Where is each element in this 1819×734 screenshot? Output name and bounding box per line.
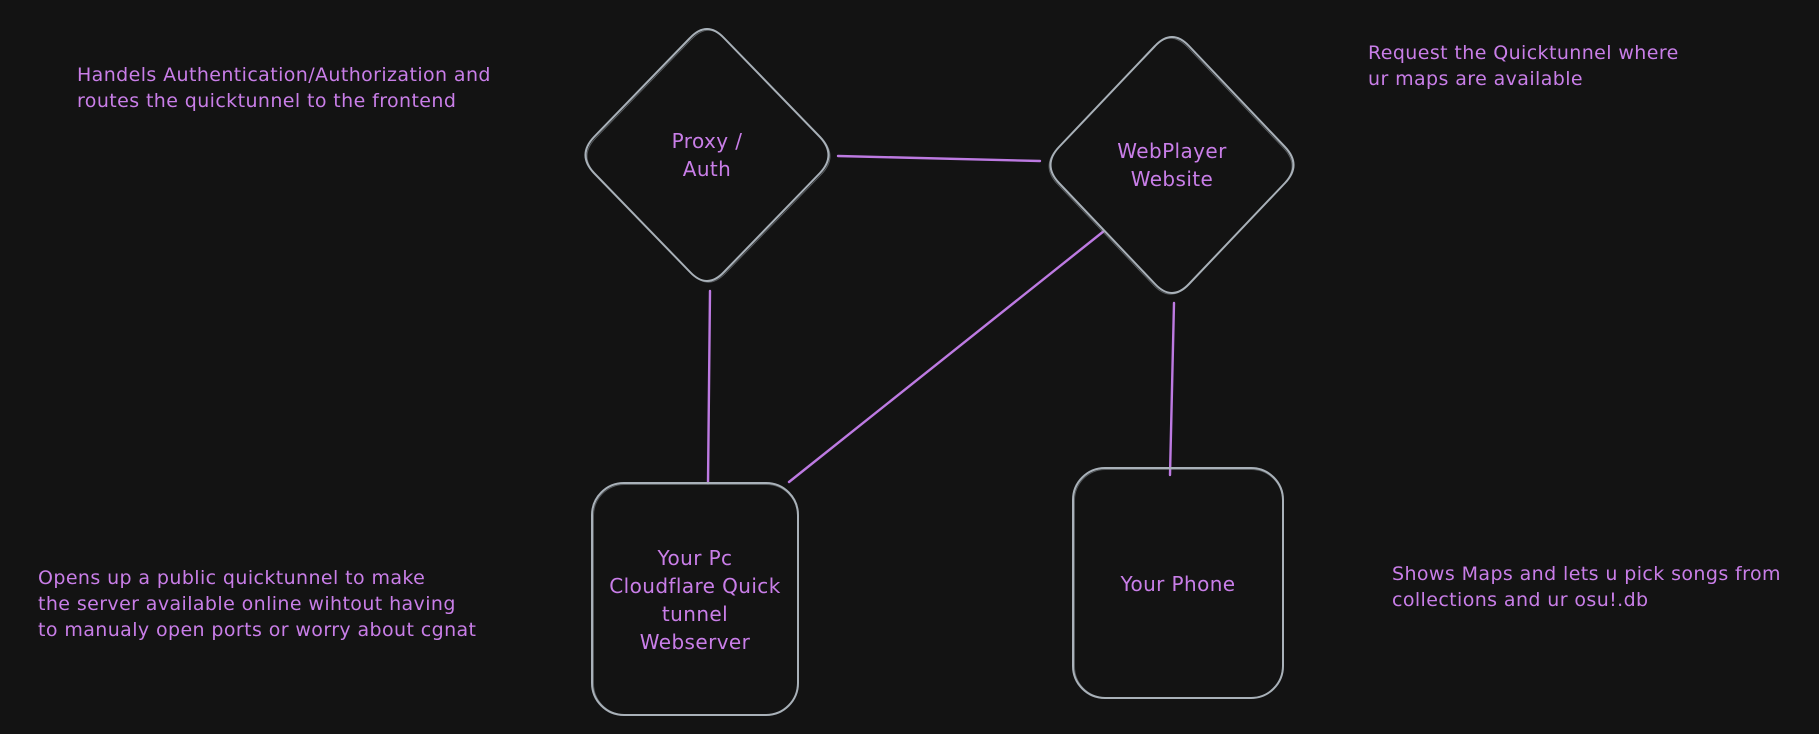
node-label-webplayer-website: WebPlayer Website — [1117, 139, 1227, 191]
edge-webplayer-to-pc-webserver[interactable] — [787, 229, 1106, 484]
node-label-pc-webserver: Your Pc Cloudflare Quick tunnel Webserve… — [609, 546, 781, 654]
node-shape-your-phone[interactable] — [1072, 467, 1284, 699]
node-shape-pc-webserver[interactable] — [591, 482, 799, 716]
annotation-proxy-auth-description[interactable]: Handels Authentication/Authorization and… — [77, 64, 491, 112]
node-label-proxy-auth: Proxy / Auth — [671, 129, 743, 181]
node-label-your-phone: Your Phone — [1120, 572, 1236, 596]
annotation-quicktunnel-description[interactable]: Opens up a public quicktunnel to make th… — [38, 567, 477, 641]
annotation-phone-description[interactable]: Shows Maps and lets u pick songs from co… — [1392, 563, 1781, 611]
edge-proxy-to-pc-webserver[interactable] — [706, 289, 712, 485]
edge-webplayer-to-phone[interactable] — [1168, 301, 1176, 477]
node-shape-pc-webserver-sketch-stroke — [593, 484, 798, 715]
annotation-webplayer-description[interactable]: Request the Quicktunnel where ur maps ar… — [1368, 42, 1679, 90]
edge-proxy-to-webplayer[interactable] — [836, 154, 1042, 163]
node-shape-webplayer-website-sketch-stroke — [1048, 37, 1293, 295]
node-shape-proxy-auth[interactable] — [584, 28, 830, 282]
node-shape-webplayer-website[interactable] — [1049, 36, 1295, 294]
node-shape-your-phone-sketch-stroke — [1074, 469, 1283, 698]
node-shape-proxy-auth-sketch-stroke — [586, 29, 831, 283]
